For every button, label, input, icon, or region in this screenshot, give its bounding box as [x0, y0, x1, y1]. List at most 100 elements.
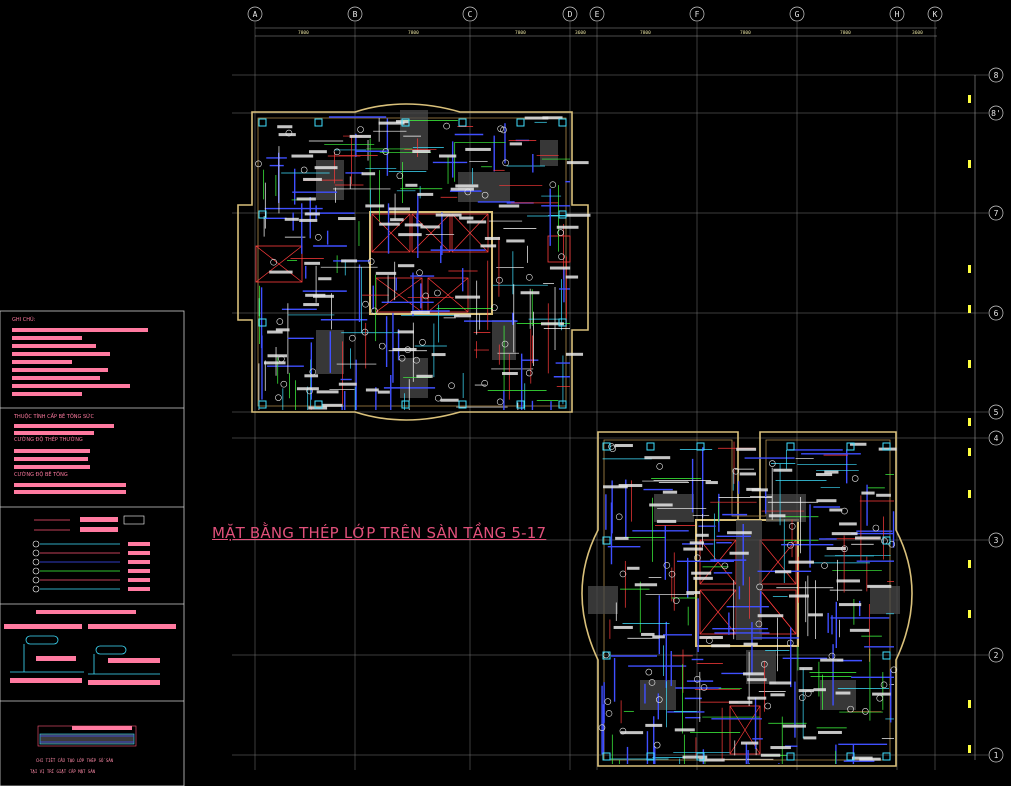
grid-bubble-column: [589, 6, 605, 22]
legend-notes-header: GHI CHÚ:: [12, 316, 36, 323]
rebar-callout: [396, 172, 404, 180]
column-marker: [786, 442, 795, 451]
rebar-tag: [299, 218, 318, 222]
grid-label-row: 6: [994, 309, 999, 318]
rebar-tag: [816, 499, 837, 503]
legend-text-bar: [36, 656, 76, 661]
rebar-tag: [304, 212, 320, 216]
rebar-callout: [549, 181, 557, 189]
rebar-tag: [269, 270, 293, 274]
rebar-tag: [627, 566, 640, 570]
rebar-callout: [526, 274, 533, 281]
rebar-tag: [826, 546, 846, 550]
rebar-callout: [798, 694, 806, 701]
rebar-callout: [876, 694, 884, 702]
column-marker: [458, 118, 467, 127]
rebar-tag: [835, 691, 851, 695]
column-marker: [602, 536, 611, 545]
rebar-tag: [365, 204, 385, 208]
dim-label: 7800: [298, 30, 309, 36]
column-marker: [882, 752, 891, 761]
grid-bubble-row: [988, 532, 1004, 548]
right-side-markers: [968, 95, 971, 753]
symbol-tag: [123, 515, 145, 525]
symbol-bubble: [32, 540, 40, 548]
rebar-callout: [367, 258, 375, 265]
rebar-callout: [557, 229, 564, 236]
column-marker: [558, 318, 567, 327]
rebar-tag: [498, 204, 520, 208]
rebar-tag: [397, 330, 414, 334]
rebar-tag: [388, 207, 410, 211]
rebar-tag: [341, 259, 358, 263]
column-marker: [516, 118, 525, 127]
rebar-callout: [434, 289, 441, 297]
legend-text-bar: [14, 457, 88, 461]
rebar-tag: [683, 547, 703, 551]
rebar-tag: [412, 149, 431, 153]
rebar-tag: [788, 560, 814, 564]
rebar-callout: [755, 620, 763, 628]
legend-text-bar: [14, 431, 94, 435]
rebar-tag: [455, 295, 481, 299]
rebar-tag: [747, 696, 767, 700]
legend-text-bar: [14, 483, 126, 487]
rebar-tag: [542, 116, 563, 120]
legend-text-bar: [36, 610, 136, 614]
grid-label-row: 8': [991, 109, 1001, 118]
rebar-tag: [420, 225, 440, 229]
rebar-callout: [501, 340, 509, 348]
rebar-callout: [333, 148, 341, 156]
rebar-tag: [312, 294, 334, 298]
legend-text-bar: [4, 624, 82, 629]
marker-tick: [968, 448, 971, 456]
symbol-bubble: [32, 585, 40, 593]
rebar-callout: [306, 387, 313, 395]
rebar-tag: [565, 352, 584, 356]
symbol-bubble: [32, 558, 40, 566]
rebar-tag: [736, 447, 757, 451]
rebar-callout: [693, 676, 701, 683]
rebar-tag: [829, 508, 843, 512]
rebar-tag: [613, 625, 633, 629]
column-marker: [846, 752, 855, 761]
rebar-tag: [689, 541, 705, 545]
rebar-layer: [255, 116, 898, 764]
rebar-tag: [465, 147, 491, 151]
rebar-tag: [674, 728, 695, 732]
grid-label-column: G: [795, 10, 800, 19]
rebar-tag: [770, 746, 791, 750]
grid-bubble-row: [988, 105, 1004, 121]
legend-text-bar: [88, 680, 160, 685]
legend-detail-block: [4, 610, 176, 685]
legend-text-bar: [14, 424, 114, 428]
rebar-tag: [705, 481, 718, 485]
legend-text-bar: [12, 368, 108, 372]
rebar-callout: [732, 467, 740, 475]
rebar-tag: [349, 134, 371, 138]
rebar-tag: [549, 266, 571, 270]
column-marker: [258, 400, 267, 409]
rebar-tag: [644, 456, 671, 460]
detail-callout: [95, 645, 127, 655]
rebar-tag: [375, 271, 397, 275]
rebar-callout: [448, 382, 455, 389]
rebar-tag: [506, 239, 525, 243]
rebar-tag: [417, 192, 434, 196]
rebar-callout: [434, 394, 442, 402]
rebar-tag: [308, 150, 327, 154]
rebar-tag: [377, 390, 390, 394]
legend-text-bar: [14, 490, 126, 494]
column-marker: [696, 442, 705, 451]
rebar-callout: [841, 545, 848, 553]
rebar-tag: [277, 125, 293, 129]
symbol-bubble: [32, 567, 40, 575]
rebar-tag: [807, 613, 823, 617]
column-marker: [314, 400, 323, 409]
dim-label: 7800: [840, 30, 851, 36]
rebar-tag: [695, 533, 709, 537]
rebar-tag: [263, 361, 286, 365]
legend-text-bar: [12, 360, 72, 364]
rebar-tag: [838, 603, 862, 607]
